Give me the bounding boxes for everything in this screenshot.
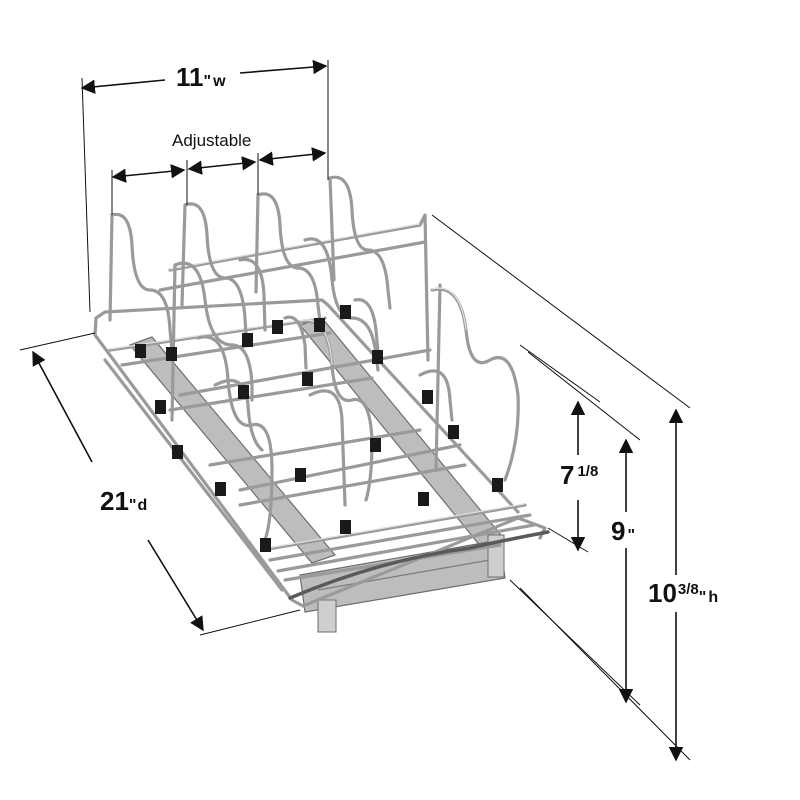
adjustable-label: Adjustable bbox=[172, 131, 251, 150]
pan-organizer-rack bbox=[93, 175, 550, 633]
adjustable-dimension: Adjustable bbox=[111, 131, 327, 215]
rail-height-dimension: 9" bbox=[509, 351, 641, 706]
divider-clips bbox=[135, 305, 503, 552]
back-dividers bbox=[108, 175, 392, 352]
depth-dimension: 21"d bbox=[19, 332, 301, 636]
middle-dividers bbox=[170, 237, 380, 422]
width-dimension: 11"w bbox=[80, 59, 329, 313]
rail-height-label: 9" bbox=[611, 516, 635, 546]
front-dividers bbox=[196, 283, 520, 542]
total-height-dimension: 103/8"h bbox=[431, 214, 718, 762]
width-label: 11"w bbox=[176, 62, 226, 92]
base-frame bbox=[93, 298, 550, 608]
depth-label: 21"d bbox=[100, 486, 147, 516]
total-height-label: 103/8"h bbox=[648, 578, 718, 608]
